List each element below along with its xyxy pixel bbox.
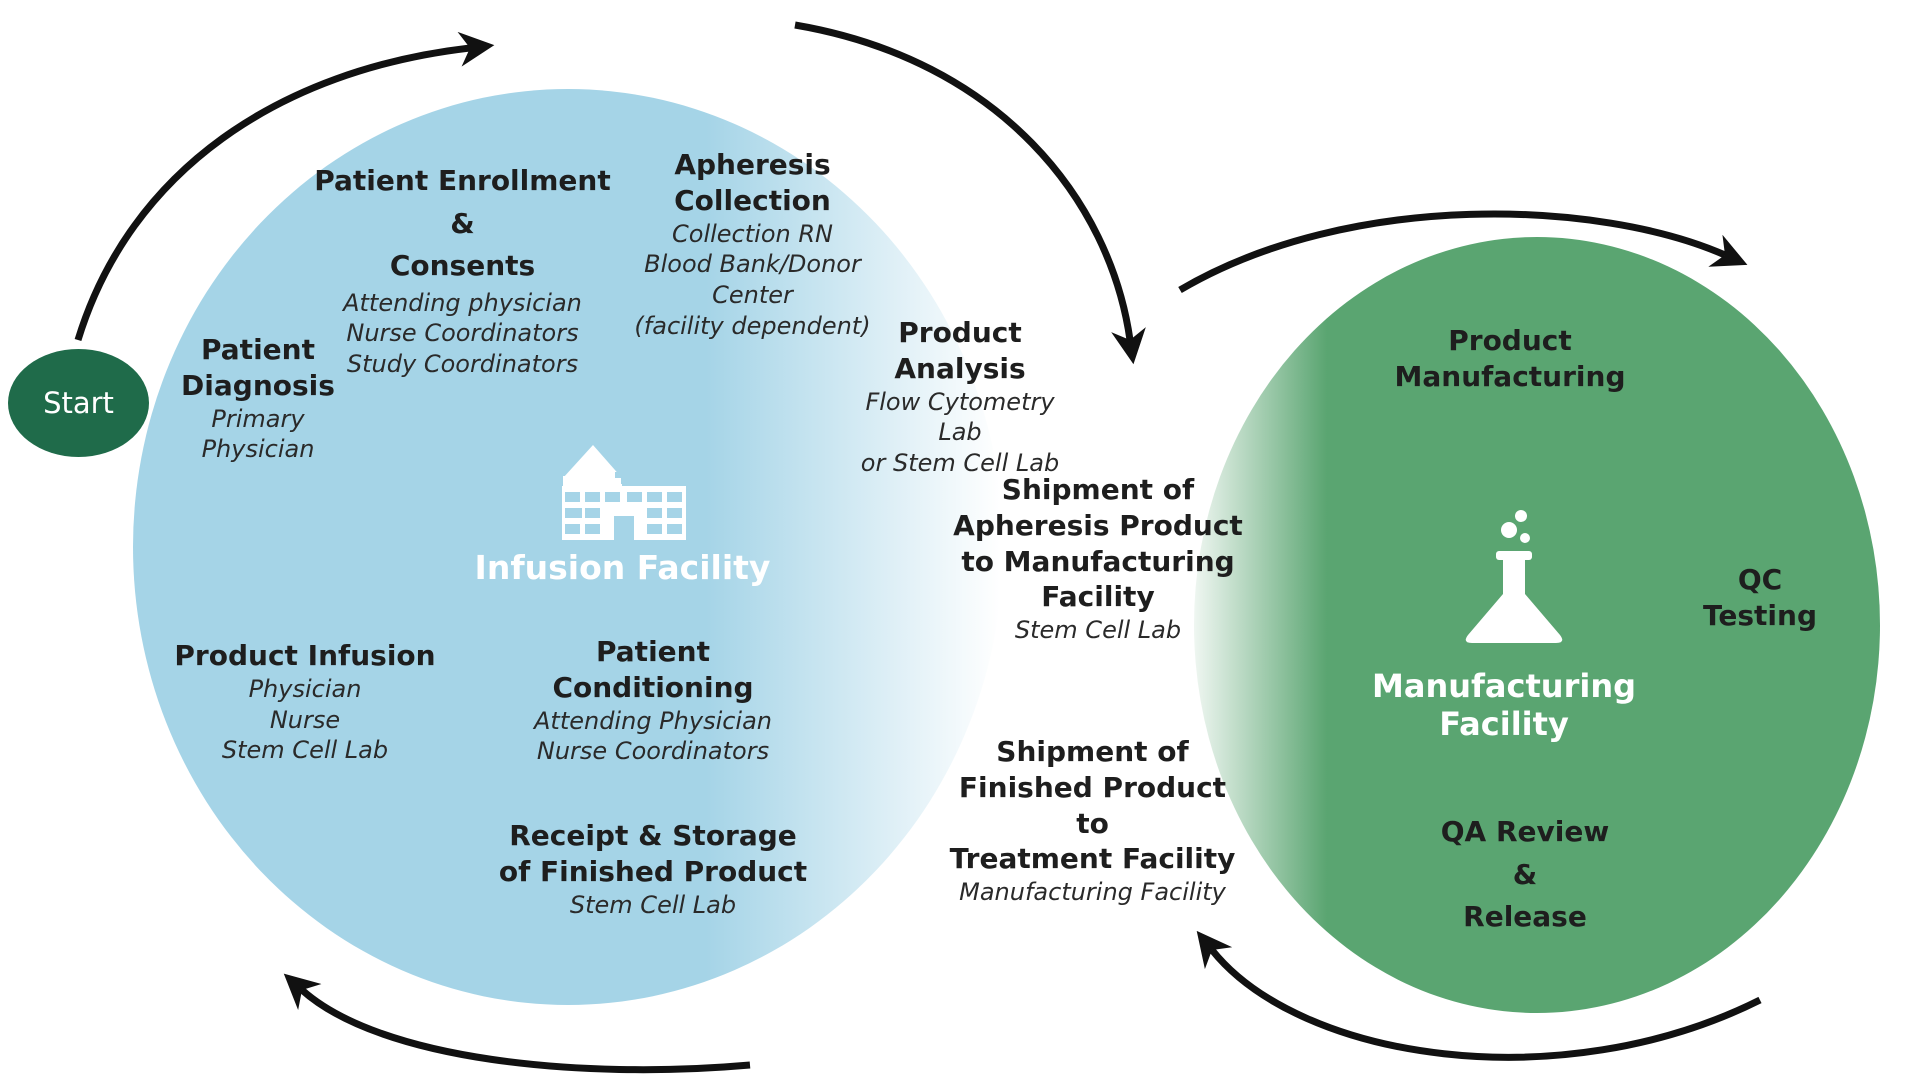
step-roles: Manufacturing Facility [959, 878, 1226, 907]
step-product-infusion: Product Infusion Physician Nurse Stem Ce… [170, 638, 440, 766]
step-title: Product Infusion [174, 639, 436, 672]
step-title: QC Testing [1703, 563, 1817, 632]
arrow-from-manufacturing [1196, 930, 1762, 1061]
step-patient-diagnosis: Patient Diagnosis Primary Physician [170, 332, 346, 465]
start-node: Start [8, 349, 149, 457]
arrow-to-infusion [283, 973, 751, 1074]
step-title: QA Review & Release [1440, 815, 1610, 934]
step-product-analysis: Product Analysis Flow Cytometry Lab or S… [840, 315, 1080, 479]
step-roles: Flow Cytometry Lab or Stem Cell Lab [860, 387, 1060, 478]
flask-icon [1465, 510, 1563, 643]
step-roles: Collection RN Blood Bank/Donor Center (f… [634, 219, 871, 340]
step-title: Shipment of Apheresis Product to Manufac… [953, 473, 1243, 614]
manufacturing-facility-name: Manufacturing Facility [1372, 667, 1636, 743]
step-title: Apheresis Collection [674, 148, 831, 217]
start-label: Start [43, 386, 114, 420]
step-roles: Attending Physician Nurse Coordinators [533, 706, 773, 766]
step-qa-review-release: QA Review & Release [1420, 811, 1630, 939]
hospital-icon [562, 445, 686, 540]
step-title: Receipt & Storage of Finished Product [498, 819, 808, 888]
shipment-finished-product: Shipment of Finished Product to Treatmen… [940, 734, 1245, 908]
infusion-facility-circle [133, 89, 1003, 1005]
arrow-to-shipment [794, 21, 1146, 365]
step-roles: Primary Physician [201, 404, 315, 464]
step-title: Product Analysis [894, 316, 1026, 385]
step-roles: Stem Cell Lab [569, 890, 737, 919]
step-patient-conditioning: Patient Conditioning Attending Physician… [528, 634, 778, 767]
step-title: Patient Diagnosis [181, 333, 335, 402]
arrow-to-manufacturing [1178, 210, 1748, 294]
step-qc-testing: QC Testing [1690, 562, 1830, 634]
step-product-manufacturing: Product Manufacturing [1385, 323, 1635, 395]
step-title: Shipment of Finished Product to Treatmen… [949, 735, 1236, 876]
step-patient-enrollment: Patient Enrollment & Consents Attending … [310, 160, 615, 380]
step-title: Patient Enrollment & Consents [314, 164, 611, 283]
step-receipt-storage: Receipt & Storage of Finished Product St… [498, 818, 808, 920]
step-roles: Stem Cell Lab [1014, 616, 1182, 645]
step-title: Product Manufacturing [1394, 324, 1626, 393]
step-roles: Attending physician Nurse Coordinators S… [343, 288, 582, 379]
infusion-facility-name: Infusion Facility [474, 548, 771, 587]
start-arrow [74, 31, 495, 342]
step-apheresis-collection: Apheresis Collection Collection RN Blood… [630, 147, 875, 342]
step-roles: Physician Nurse Stem Cell Lab [221, 674, 389, 765]
step-title: Patient Conditioning [552, 635, 754, 704]
shipment-apheresis-product: Shipment of Apheresis Product to Manufac… [948, 472, 1248, 646]
